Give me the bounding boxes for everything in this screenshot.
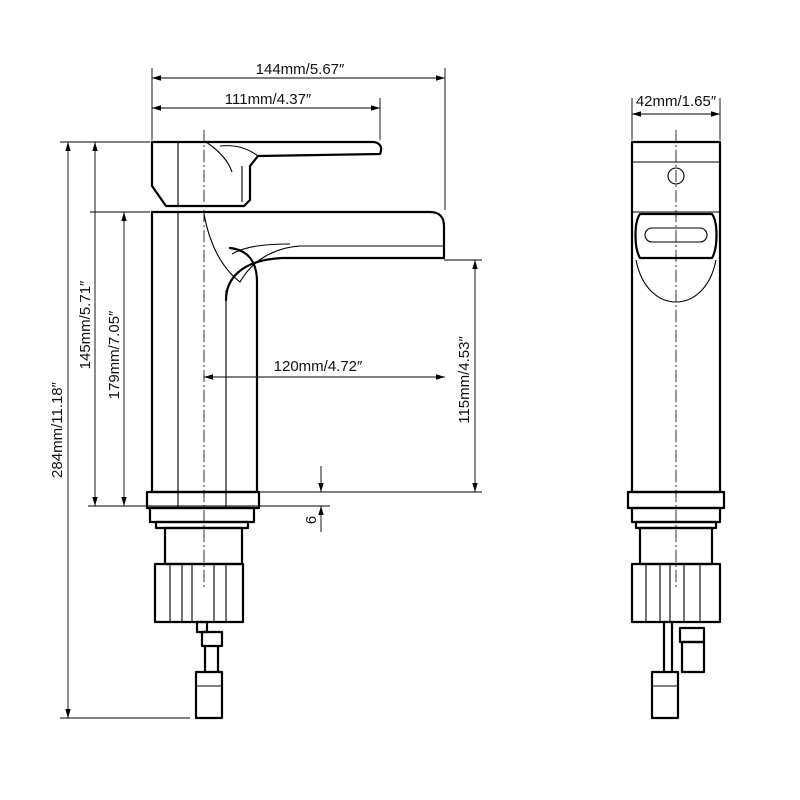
base-gap-label: 6 — [303, 516, 320, 524]
body-height-179-label: 179mm/7.05″ — [106, 310, 123, 399]
overall-width-label: 144mm/5.67″ — [256, 61, 345, 78]
front-view — [145, 130, 446, 720]
front-view-dimensions: 144mm/5.67″ 111mm/4.37″ 284mm/11.18″ 145… — [49, 61, 482, 719]
lever-length-label: 111mm/4.37″ — [225, 91, 312, 108]
spout-height-label: 115mm/4.53″ — [456, 336, 473, 424]
spout-reach-label: 120mm/4.72″ — [274, 358, 363, 375]
side-width-label: 42mm/1.65″ — [636, 93, 717, 110]
total-height-label: 284mm/11.18″ — [49, 381, 66, 478]
side-view-dimensions: 42mm/1.65″ — [631, 93, 721, 140]
side-view — [626, 130, 726, 720]
body-height-145-label: 145mm/5.71″ — [77, 280, 94, 369]
